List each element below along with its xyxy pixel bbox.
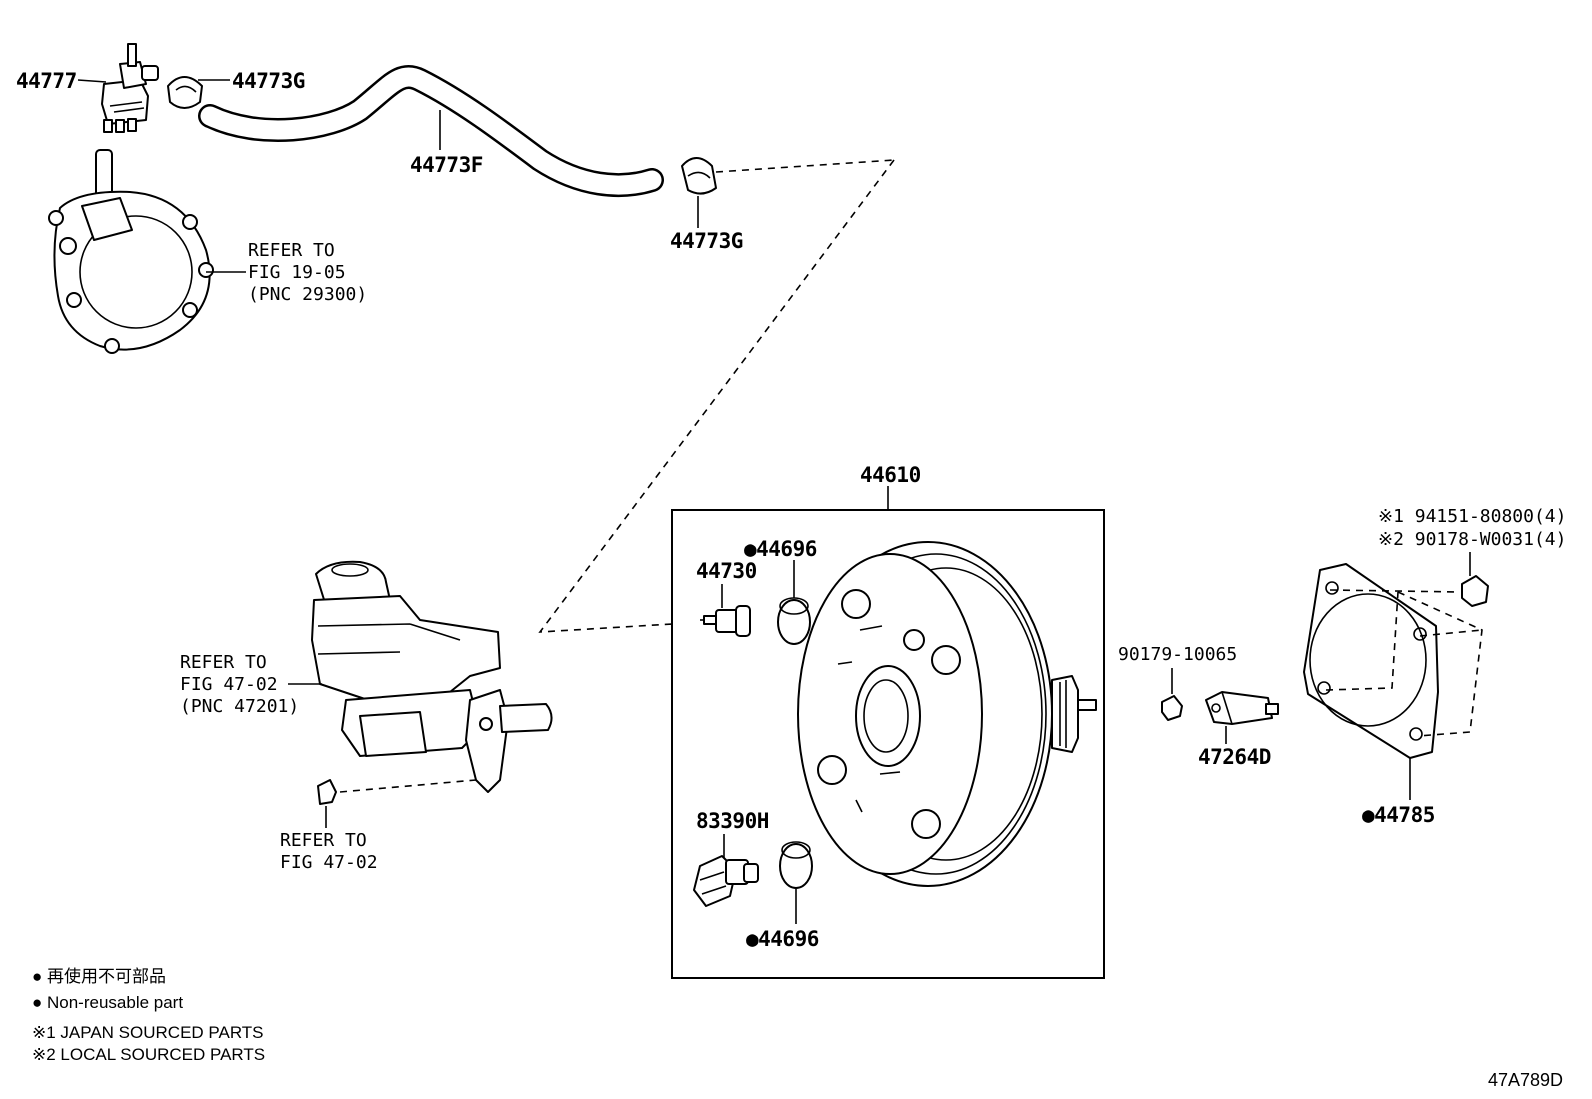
- refer-cap-line2[interactable]: FIG 47-02: [280, 852, 378, 873]
- dashed-guide-nut-4: [1419, 629, 1483, 637]
- dashed-guide-hose-booster: [538, 159, 895, 633]
- grommet-icon: [777, 597, 811, 645]
- legend-local-sourced: ※2 LOCAL SOURCED PARTS: [32, 1045, 265, 1064]
- dashed-guide-cap: [339, 779, 477, 793]
- vacuum-hose-icon: [198, 65, 664, 198]
- refer-mc-line2[interactable]: FIG 47-02: [180, 674, 278, 695]
- part-number-44610[interactable]: 44610: [860, 463, 921, 487]
- refer-pump-line1[interactable]: REFER TO: [248, 240, 335, 261]
- part-number-44696-top[interactable]: ●44696: [744, 537, 817, 561]
- dashed-guide-nut-2: [1397, 591, 1483, 737]
- nut-icon: [1461, 575, 1489, 607]
- gasket-icon: [1303, 563, 1439, 759]
- part-number-44785[interactable]: ●44785: [1362, 803, 1435, 827]
- dashed-guide-nut-3: [1325, 591, 1399, 691]
- nut-icon: [1161, 695, 1183, 721]
- vacuum-sensor-icon: [693, 855, 759, 907]
- part-number-44696-bottom[interactable]: ●44696: [746, 927, 819, 951]
- hose-clamp-icon: [167, 76, 203, 109]
- vacuum-pump-icon: [48, 149, 214, 354]
- refer-cap-line1[interactable]: REFER TO: [280, 830, 367, 851]
- part-number-83390h[interactable]: 83390H: [696, 809, 769, 833]
- part-number-90179-10065[interactable]: 90179-10065: [1118, 644, 1237, 665]
- hose-clamp-icon: [681, 157, 717, 195]
- check-valve-icon: [700, 605, 751, 637]
- grommet-icon: [779, 841, 813, 889]
- legend-japan-sourced: ※1 JAPAN SOURCED PARTS: [32, 1023, 264, 1042]
- legend-non-reusable-en: ● Non-reusable part: [32, 993, 183, 1012]
- legend-non-reusable-jp: ● 再使用不可部品: [32, 966, 166, 986]
- vacuum-switch-icon: [101, 43, 159, 133]
- refer-pump-line3[interactable]: (PNC 29300): [248, 284, 367, 305]
- cap-icon: [317, 779, 337, 805]
- brake-booster-icon: [797, 541, 1097, 887]
- refer-mc-line1[interactable]: REFER TO: [180, 652, 267, 673]
- part-number-47264d[interactable]: 47264D: [1198, 745, 1271, 769]
- note-japan-nut[interactable]: ※1 94151-80800(4): [1378, 506, 1566, 527]
- refer-pump-line2[interactable]: FIG 19-05: [248, 262, 346, 283]
- clevis-icon: [1205, 691, 1279, 725]
- figure-code: 47A789D: [1488, 1070, 1563, 1090]
- part-number-44773f[interactable]: 44773F: [410, 153, 483, 177]
- part-number-44730[interactable]: 44730: [696, 559, 757, 583]
- dashed-guide-clamp: [715, 159, 895, 173]
- leader-44777: [77, 79, 107, 83]
- refer-mc-line3[interactable]: (PNC 47201): [180, 696, 299, 717]
- part-number-44773g-top[interactable]: 44773G: [232, 69, 305, 93]
- master-cylinder-icon: [311, 560, 553, 793]
- part-number-44777[interactable]: 44777: [16, 69, 77, 93]
- note-local-nut[interactable]: ※2 90178-W0031(4): [1378, 529, 1566, 550]
- dashed-guide-nut-1: [1329, 589, 1461, 593]
- part-number-44773g-right[interactable]: 44773G: [670, 229, 743, 253]
